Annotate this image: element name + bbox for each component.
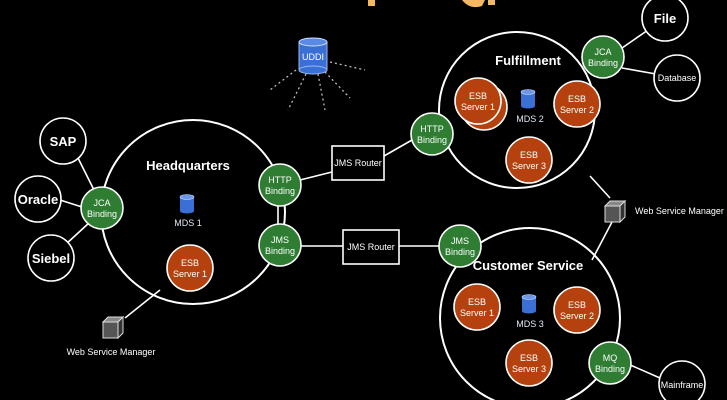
hq-jca-label-2: Binding <box>87 209 117 219</box>
cs-esb2-label-1: ESB <box>568 300 586 310</box>
ff-esb2-label-2: Server 2 <box>560 105 594 115</box>
customer-service-title: Customer Service <box>473 258 584 273</box>
jms-router-top-label: JMS Router <box>334 158 382 168</box>
cs-esb-server-2[interactable] <box>553 286 601 334</box>
system-database[interactable] <box>653 54 701 102</box>
headquarters-title: Headquarters <box>146 158 230 173</box>
ff-esb-server-3[interactable] <box>505 136 553 184</box>
system-siebel[interactable] <box>27 234 75 282</box>
cs-mq-label-2: Binding <box>595 364 625 374</box>
hq-esb-label-2: Server 1 <box>173 269 207 279</box>
jms-router-bottom[interactable] <box>342 229 400 265</box>
uddi-label: UDDI <box>302 52 324 62</box>
mds2-database-icon <box>520 89 536 109</box>
mds1-database-icon <box>179 194 195 214</box>
database-label: Database <box>658 73 697 83</box>
ff-http-label-1: HTTP <box>420 124 444 134</box>
fulfillment-jca-binding[interactable] <box>581 35 625 79</box>
title-partial <box>368 0 495 8</box>
ff-esb1-label-2: Server 1 <box>461 102 495 112</box>
fulfillment-title: Fulfillment <box>495 53 561 68</box>
hq-http-label-2: Binding <box>265 186 295 196</box>
hq-jms-label-2: Binding <box>265 246 295 256</box>
hq-esb-label-1: ESB <box>181 258 199 268</box>
ff-jca-label-1: JCA <box>594 47 611 57</box>
cs-esb2-label-2: Server 2 <box>560 311 594 321</box>
hq-http-label-1: HTTP <box>268 175 292 185</box>
uddi-rays <box>269 61 366 111</box>
file-label: File <box>654 11 676 26</box>
hq-jms-binding[interactable] <box>258 223 302 267</box>
ff-jca-label-2: Binding <box>588 58 618 68</box>
wsm-right-label: Web Service Manager <box>635 206 724 216</box>
uddi-database-icon[interactable]: UDDI <box>298 37 328 75</box>
wsm-left-cube-icon[interactable] <box>101 315 125 340</box>
hq-esb-server-1[interactable] <box>166 244 214 292</box>
mds3-database-icon <box>521 294 537 314</box>
ff-esb2-label-1: ESB <box>568 94 586 104</box>
cs-esb3-label-1: ESB <box>520 353 538 363</box>
cs-mq-binding[interactable] <box>588 341 632 385</box>
cs-jms-label-1: JMS <box>451 236 469 246</box>
cs-esb-server-1[interactable] <box>453 283 501 331</box>
ff-http-label-2: Binding <box>417 135 447 145</box>
cs-esb1-label-1: ESB <box>468 297 486 307</box>
hq-jms-label-1: JMS <box>271 235 289 245</box>
ff-esb-server-1[interactable] <box>454 77 502 125</box>
hq-jca-label-1: JCA <box>93 198 110 208</box>
sap-label: SAP <box>50 134 77 149</box>
hq-jca-binding[interactable] <box>80 186 124 230</box>
siebel-label: Siebel <box>32 251 70 266</box>
wsm-left-label: Web Service Manager <box>67 347 156 357</box>
cs-esb3-label-2: Server 3 <box>512 364 546 374</box>
jms-router-bottom-label: JMS Router <box>347 242 395 252</box>
system-mainframe[interactable] <box>658 360 706 400</box>
cs-esb1-label-2: Server 1 <box>460 308 494 318</box>
system-file[interactable] <box>641 0 689 42</box>
ff-esb3-label-1: ESB <box>520 150 538 160</box>
mds3-label: MDS 3 <box>516 319 544 329</box>
cs-esb-server-3[interactable] <box>505 339 553 387</box>
cs-jms-binding[interactable] <box>438 224 482 268</box>
mds2-label: MDS 2 <box>516 114 544 124</box>
mds1-label: MDS 1 <box>174 218 202 228</box>
fulfillment-http-binding[interactable] <box>410 112 454 156</box>
mainframe-label: Mainframe <box>661 380 704 390</box>
wsm-right-cube-icon[interactable] <box>603 199 627 224</box>
hq-http-binding[interactable] <box>258 163 302 207</box>
ff-esb-server-2[interactable] <box>553 80 601 128</box>
ff-esb3-label-2: Server 3 <box>512 161 546 171</box>
system-oracle[interactable] <box>14 175 62 223</box>
customer-service-region <box>439 227 621 400</box>
system-sap[interactable] <box>39 117 87 165</box>
jms-router-top[interactable] <box>331 145 385 181</box>
connectors <box>59 29 661 379</box>
cs-jms-label-2: Binding <box>445 247 475 257</box>
cs-mq-label-1: MQ <box>603 353 618 363</box>
oracle-label: Oracle <box>18 192 58 207</box>
ff-esb1-label-1: ESB <box>469 91 487 101</box>
